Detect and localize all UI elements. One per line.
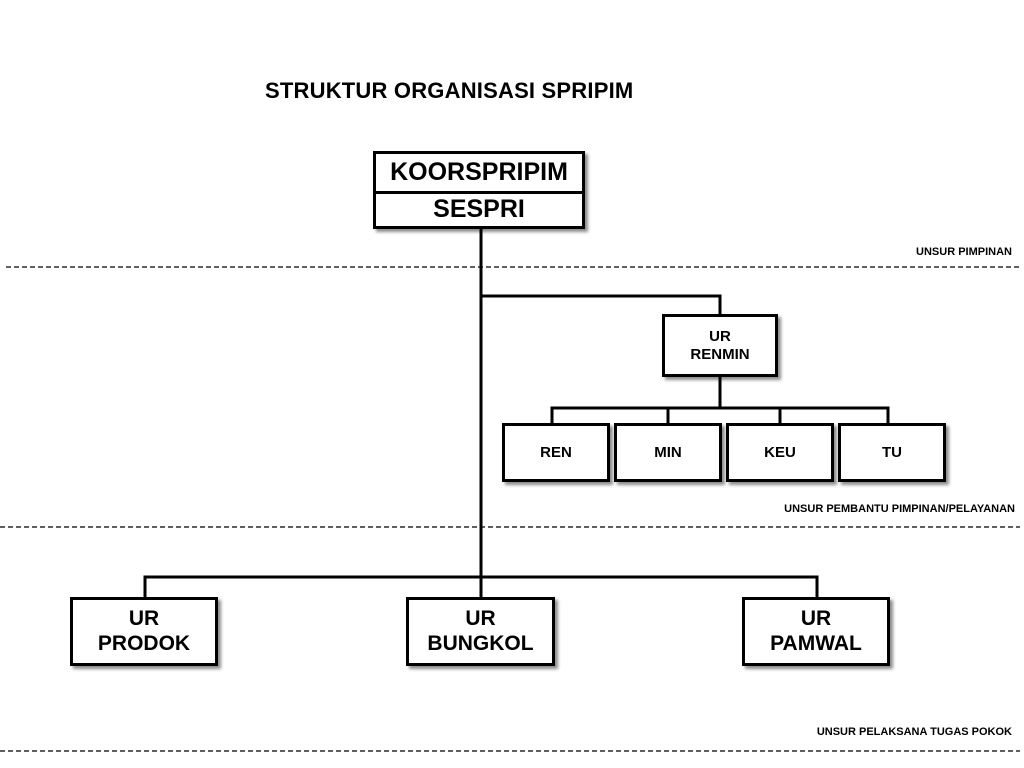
zone-label-pelaksana: UNSUR PELAKSANA TUGAS POKOK	[816, 726, 1012, 738]
subunit-min-box: MIN	[614, 423, 722, 482]
subunit-keu-label: KEU	[764, 443, 796, 461]
zone-label-pimpinan: UNSUR PIMPINAN	[916, 246, 1012, 258]
ur-pamwal-line2: PAMWAL	[770, 631, 862, 655]
ur-renmin-line1: UR	[709, 328, 731, 346]
sespri-label: SESPRI	[433, 195, 525, 224]
subunit-min-label: MIN	[654, 443, 682, 461]
ur-prodok-line2: PRODOK	[97, 631, 191, 655]
ur-pamwal-box: UR PAMWAL	[742, 597, 890, 666]
zone-label-pembantu: UNSUR PEMBANTU PIMPINAN/PELAYANAN	[784, 503, 1015, 515]
subunit-tu-box: TU	[838, 423, 946, 482]
ur-prodok-box: UR PRODOK	[70, 597, 218, 666]
ur-bungkol-line2: BUNGKOL	[427, 631, 534, 655]
ur-prodok-line1: UR	[128, 607, 160, 631]
chart-title: STRUKTUR ORGANISASI SPRIPIM	[265, 78, 634, 103]
subunit-keu-box: KEU	[726, 423, 834, 482]
ur-bungkol-box: UR BUNGKOL	[406, 597, 555, 666]
ur-renmin-line2: RENMIN	[690, 345, 750, 363]
koorspripim-label: KOORSPRIPIM	[376, 154, 582, 194]
ur-renmin-box: UR RENMIN	[662, 314, 778, 377]
subunit-ren-box: REN	[502, 423, 610, 482]
ur-bungkol-line1: UR	[465, 607, 496, 631]
ur-pamwal-line1: UR	[800, 607, 832, 631]
koorspripim-box: KOORSPRIPIM SESPRI	[373, 151, 585, 229]
subunit-tu-label: TU	[882, 443, 902, 461]
subunit-ren-label: REN	[540, 443, 572, 461]
